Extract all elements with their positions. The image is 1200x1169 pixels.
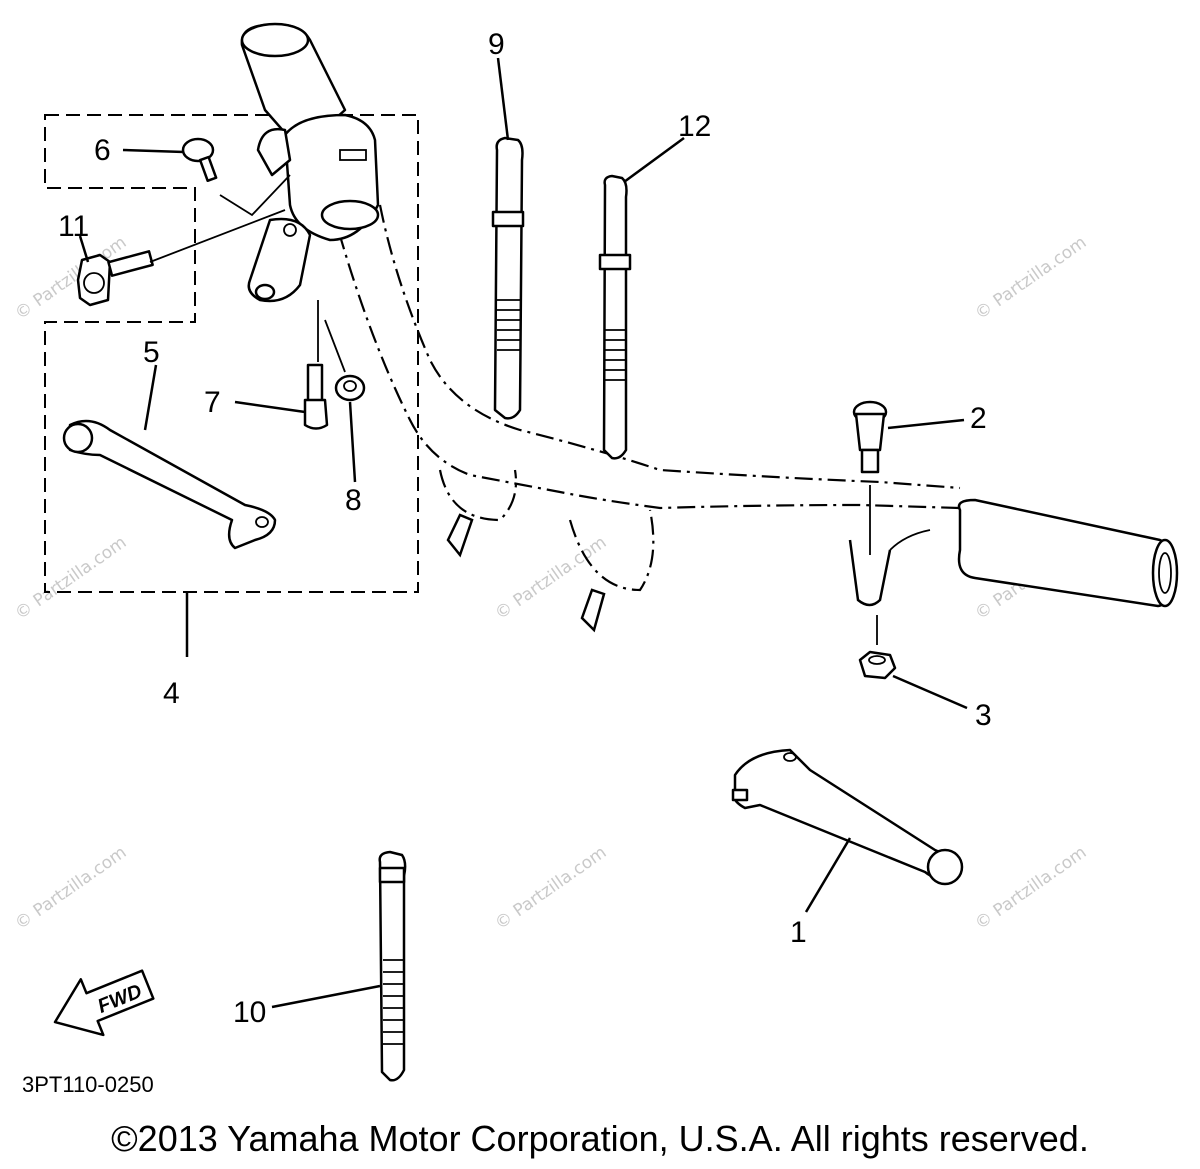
handlebar <box>328 199 1179 633</box>
watermark: © Partzilla.com <box>491 842 610 934</box>
diagram-code: 3PT110-0250 <box>22 1072 154 1097</box>
leader-lines <box>78 57 968 1009</box>
callout-6: 6 <box>94 134 111 167</box>
watermark: © Partzilla.com <box>971 232 1090 324</box>
copyright-notice: ©2013 Yamaha Motor Corporation, U.S.A. A… <box>111 1118 1089 1159</box>
callout-5: 5 <box>143 336 160 369</box>
part-5-lever <box>62 419 277 550</box>
callout-4: 4 <box>163 677 180 710</box>
callout-9: 9 <box>488 28 505 61</box>
lever-assembly-boundary <box>44 114 419 593</box>
part-3-nut <box>858 615 897 680</box>
watermark: © Partzilla.com <box>491 532 610 624</box>
watermark: © Partzilla.com <box>11 532 130 624</box>
watermark: © Partzilla.com <box>11 232 130 324</box>
part-11-bolt <box>76 209 286 307</box>
part-10-cable-tie <box>378 850 407 1082</box>
watermark: © Partzilla.com <box>11 842 130 934</box>
part-6-screw <box>181 137 291 217</box>
part-8-nut <box>324 319 366 402</box>
callout-11: 11 <box>58 210 89 243</box>
part-7-bolt <box>303 300 329 430</box>
callout-3: 3 <box>975 699 992 732</box>
callout-7: 7 <box>204 386 221 419</box>
callouts: 1 2 3 4 5 6 7 8 9 10 11 12 <box>58 28 992 1029</box>
part-12-cable-tie <box>598 174 632 460</box>
callout-12: 12 <box>678 110 711 143</box>
watermark-layer: © Partzilla.com © Partzilla.com © Partzi… <box>11 232 1090 934</box>
callout-10: 10 <box>233 996 266 1029</box>
part-1-lever <box>731 748 964 886</box>
part-9-cable-tie <box>491 136 525 420</box>
callout-2: 2 <box>970 402 987 435</box>
watermark: © Partzilla.com <box>971 842 1090 934</box>
left-grip-and-holder <box>240 22 380 303</box>
callout-8: 8 <box>345 484 362 517</box>
part-2-bolt <box>852 400 888 555</box>
fwd-arrow-icon: FWD <box>53 969 155 1037</box>
callout-1: 1 <box>790 916 807 949</box>
